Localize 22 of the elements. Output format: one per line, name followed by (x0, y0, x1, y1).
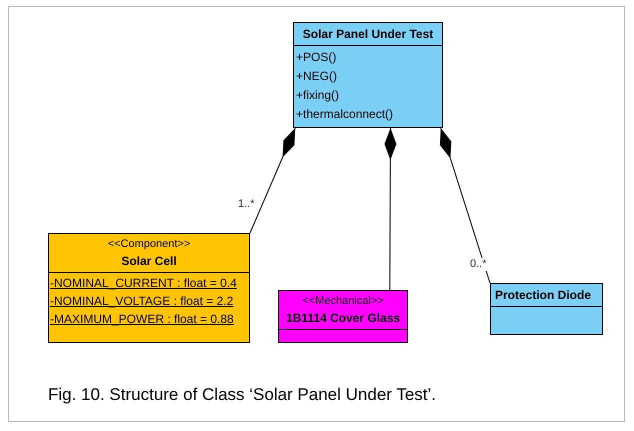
attribute-text: -MAXIMUM_POWER : float = 0.88 (49, 311, 235, 328)
class-name: 1B1114 Cover Glass (286, 310, 400, 327)
composition-line (250, 128, 296, 234)
multiplicity-label: 0..* (470, 258, 487, 271)
stereotype-text: <<Component>> (108, 237, 190, 252)
class-box (293, 22, 443, 128)
class-box (278, 290, 408, 343)
class-box (490, 283, 603, 335)
method-text: +POS() (295, 49, 338, 66)
method-text: +NEG() (295, 68, 338, 85)
class-name: Solar Cell (121, 253, 177, 270)
composition-line (384, 128, 396, 290)
figure-caption: Fig. 10. Structure of Class ‘Solar Panel Under Test’. (48, 384, 436, 406)
method-text: +thermalconnect() (295, 106, 394, 123)
method-text: +fixing() (295, 87, 340, 104)
class-name: Solar Panel Under Test (294, 23, 442, 46)
stereotype-text: <<Mechanical>> (302, 294, 384, 309)
attribute-text: -NOMINAL_VOLTAGE : float = 2.2 (49, 293, 234, 310)
class-name: Protection Diode (495, 287, 592, 304)
attribute-text: -NOMINAL_CURRENT : float = 0.4 (49, 275, 238, 292)
composition-line (440, 128, 490, 284)
class-box (48, 233, 250, 343)
